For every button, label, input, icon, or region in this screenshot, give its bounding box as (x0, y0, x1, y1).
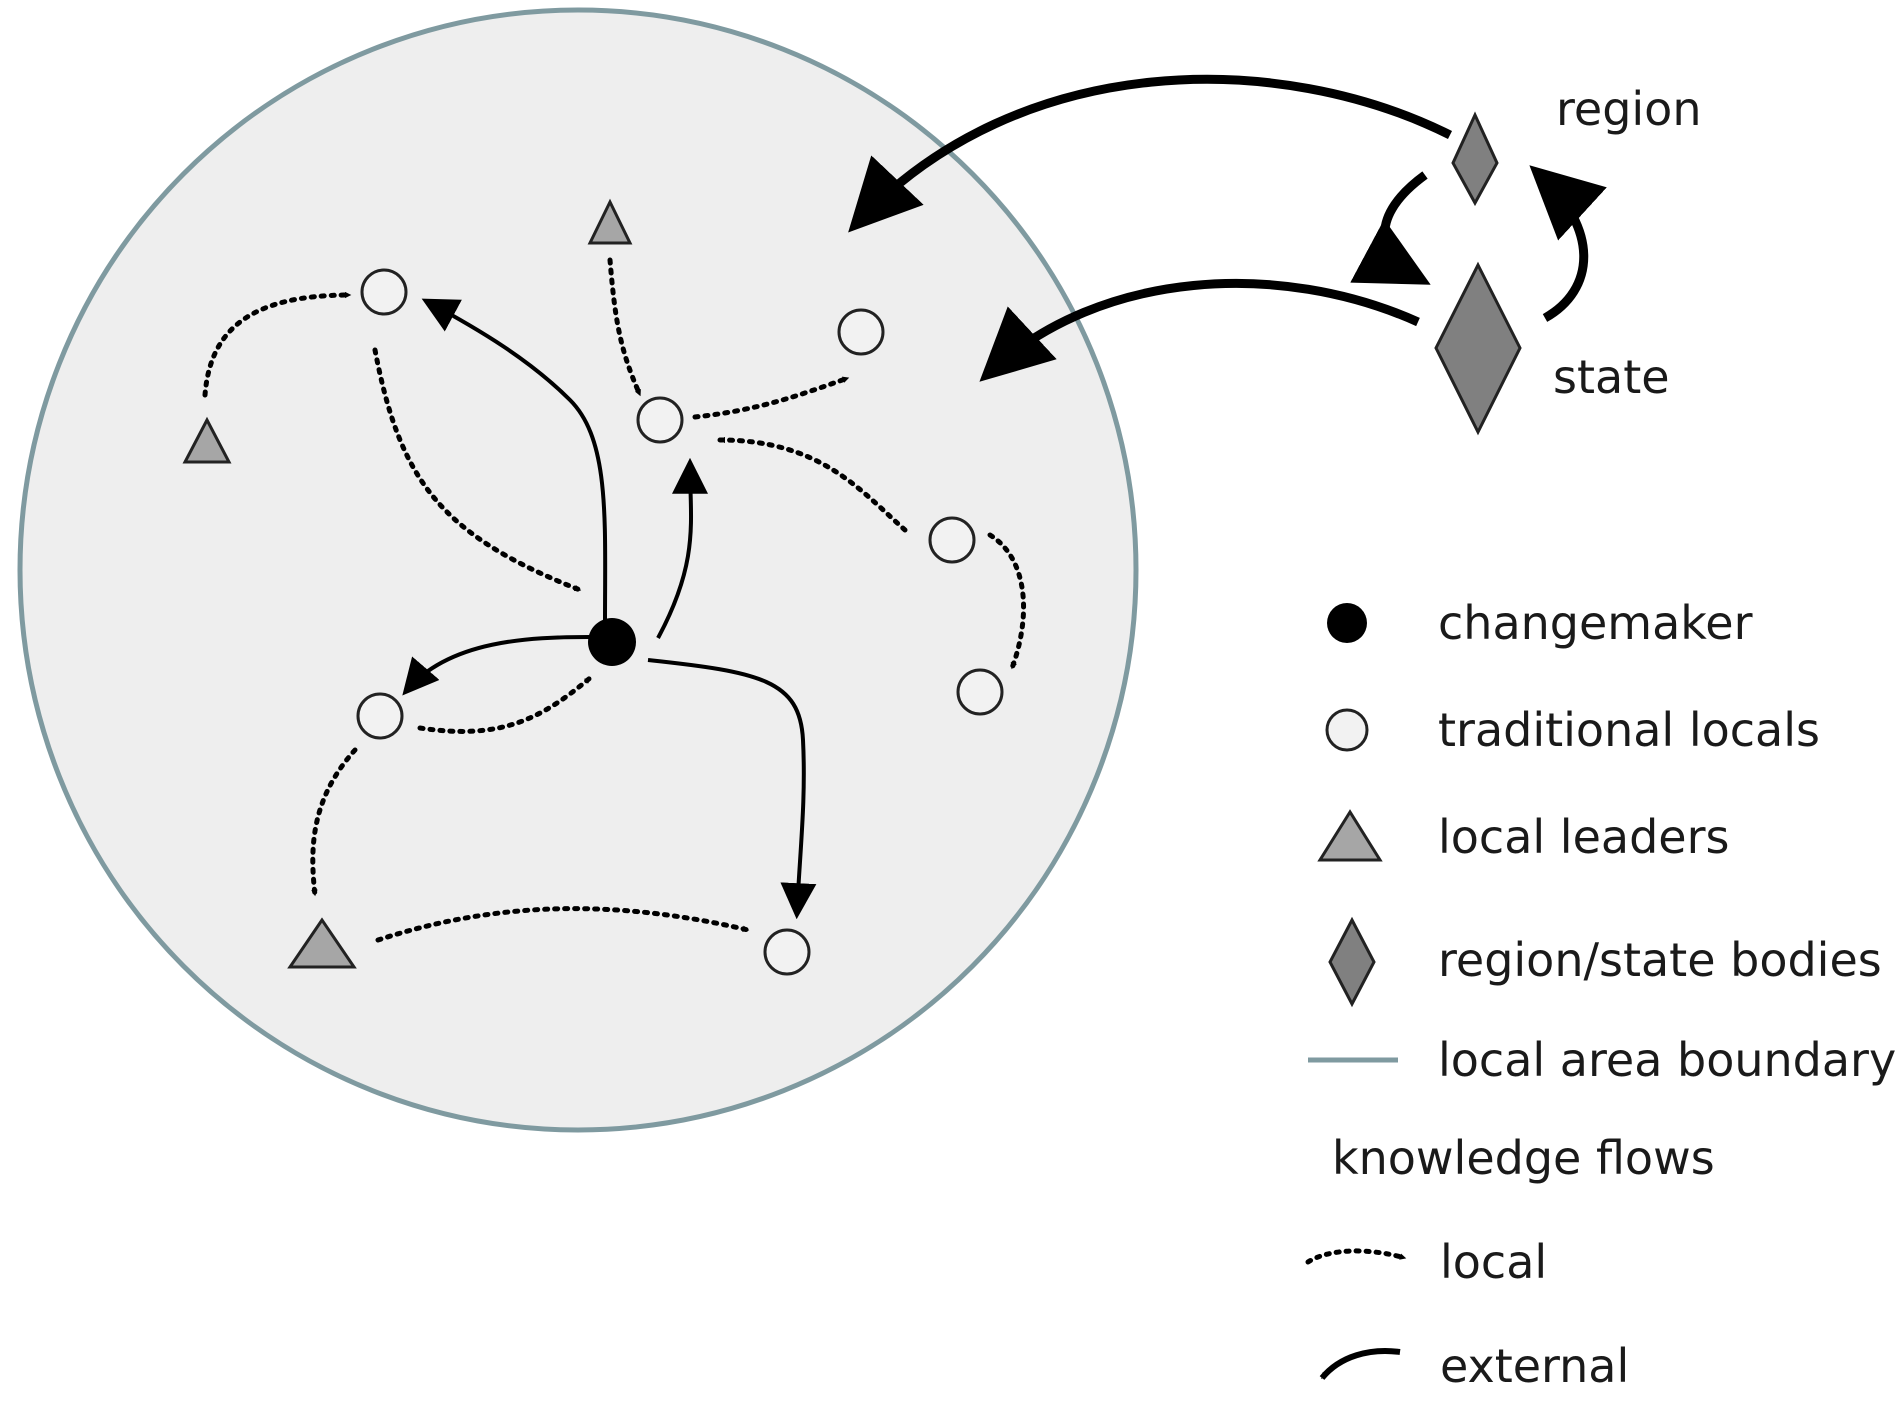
local-leader-nodes (182, 198, 633, 969)
region-node (1451, 111, 1499, 207)
legend-traditional-locals-icon (1325, 708, 1369, 752)
flow-changemaker-to-local-7 (647, 658, 817, 920)
changemaker-node (588, 618, 636, 666)
legend-changemaker-label: changemaker (1438, 596, 1753, 650)
flow-leader-to-local-1 (202, 291, 353, 398)
flow-local-1-to-changemaker (372, 347, 583, 593)
legend-region-state-bodies-label: region/state bodies (1438, 933, 1882, 987)
flow-changemaker-to-local-3 (656, 457, 709, 639)
traditional-local-node (837, 308, 885, 356)
external-flow-region-to-area (848, 74, 1453, 233)
legend: changemaker traditional locals local lea… (1305, 596, 1895, 1393)
legend-local-label: local (1440, 1235, 1547, 1289)
flow-local-3-to-local-2 (692, 375, 851, 420)
flow-local-6-to-changemaker (417, 675, 593, 734)
external-flows (848, 74, 1607, 382)
traditional-local-node (928, 516, 976, 564)
local-leader-node (287, 917, 357, 969)
flow-changemaker-to-local-1 (421, 298, 608, 623)
flow-local-4-to-local-5 (987, 532, 1027, 671)
legend-changemaker-icon (1327, 603, 1367, 643)
local-area-boundary (17, 7, 1139, 1133)
external-flow-state-to-region (1529, 165, 1607, 322)
legend-region-state-bodies-icon (1328, 916, 1376, 1008)
legend-local-leaders-icon (1317, 809, 1383, 862)
external-flow-state-to-area (979, 278, 1420, 382)
traditional-local-node (636, 396, 684, 444)
flow-leader-to-local-3 (607, 257, 643, 398)
traditional-local-node (356, 692, 404, 740)
state-node (1434, 261, 1522, 436)
legend-traditional-locals-label: traditional locals (1438, 703, 1820, 757)
external-flow-region-to-state (1350, 171, 1431, 285)
local-leader-node (182, 416, 232, 464)
traditional-local-node (763, 928, 811, 976)
legend-local-area-boundary-label: local area boundary (1438, 1033, 1895, 1087)
flow-changemaker-to-local-6 (402, 635, 591, 696)
legend-external-label: external (1440, 1339, 1629, 1393)
legend-local-leaders-label: local leaders (1438, 810, 1729, 864)
traditional-local-nodes (356, 268, 1004, 976)
local-flows (202, 257, 1027, 943)
region-label: region (1556, 82, 1701, 136)
traditional-local-node (360, 268, 408, 316)
local-leader-node (587, 198, 633, 245)
flow-local-6-to-leader (310, 747, 358, 898)
changemaker-flows (402, 298, 817, 920)
traditional-local-node (956, 668, 1004, 716)
legend-local-flow-icon (1305, 1248, 1408, 1265)
state-label: state (1553, 350, 1670, 404)
legend-knowledge-flows-heading: knowledge flows (1332, 1131, 1715, 1185)
flow-leader-to-local-7 (375, 906, 751, 943)
flow-local-4-to-local-3 (717, 436, 908, 533)
legend-external-flow-icon (1319, 1348, 1401, 1380)
